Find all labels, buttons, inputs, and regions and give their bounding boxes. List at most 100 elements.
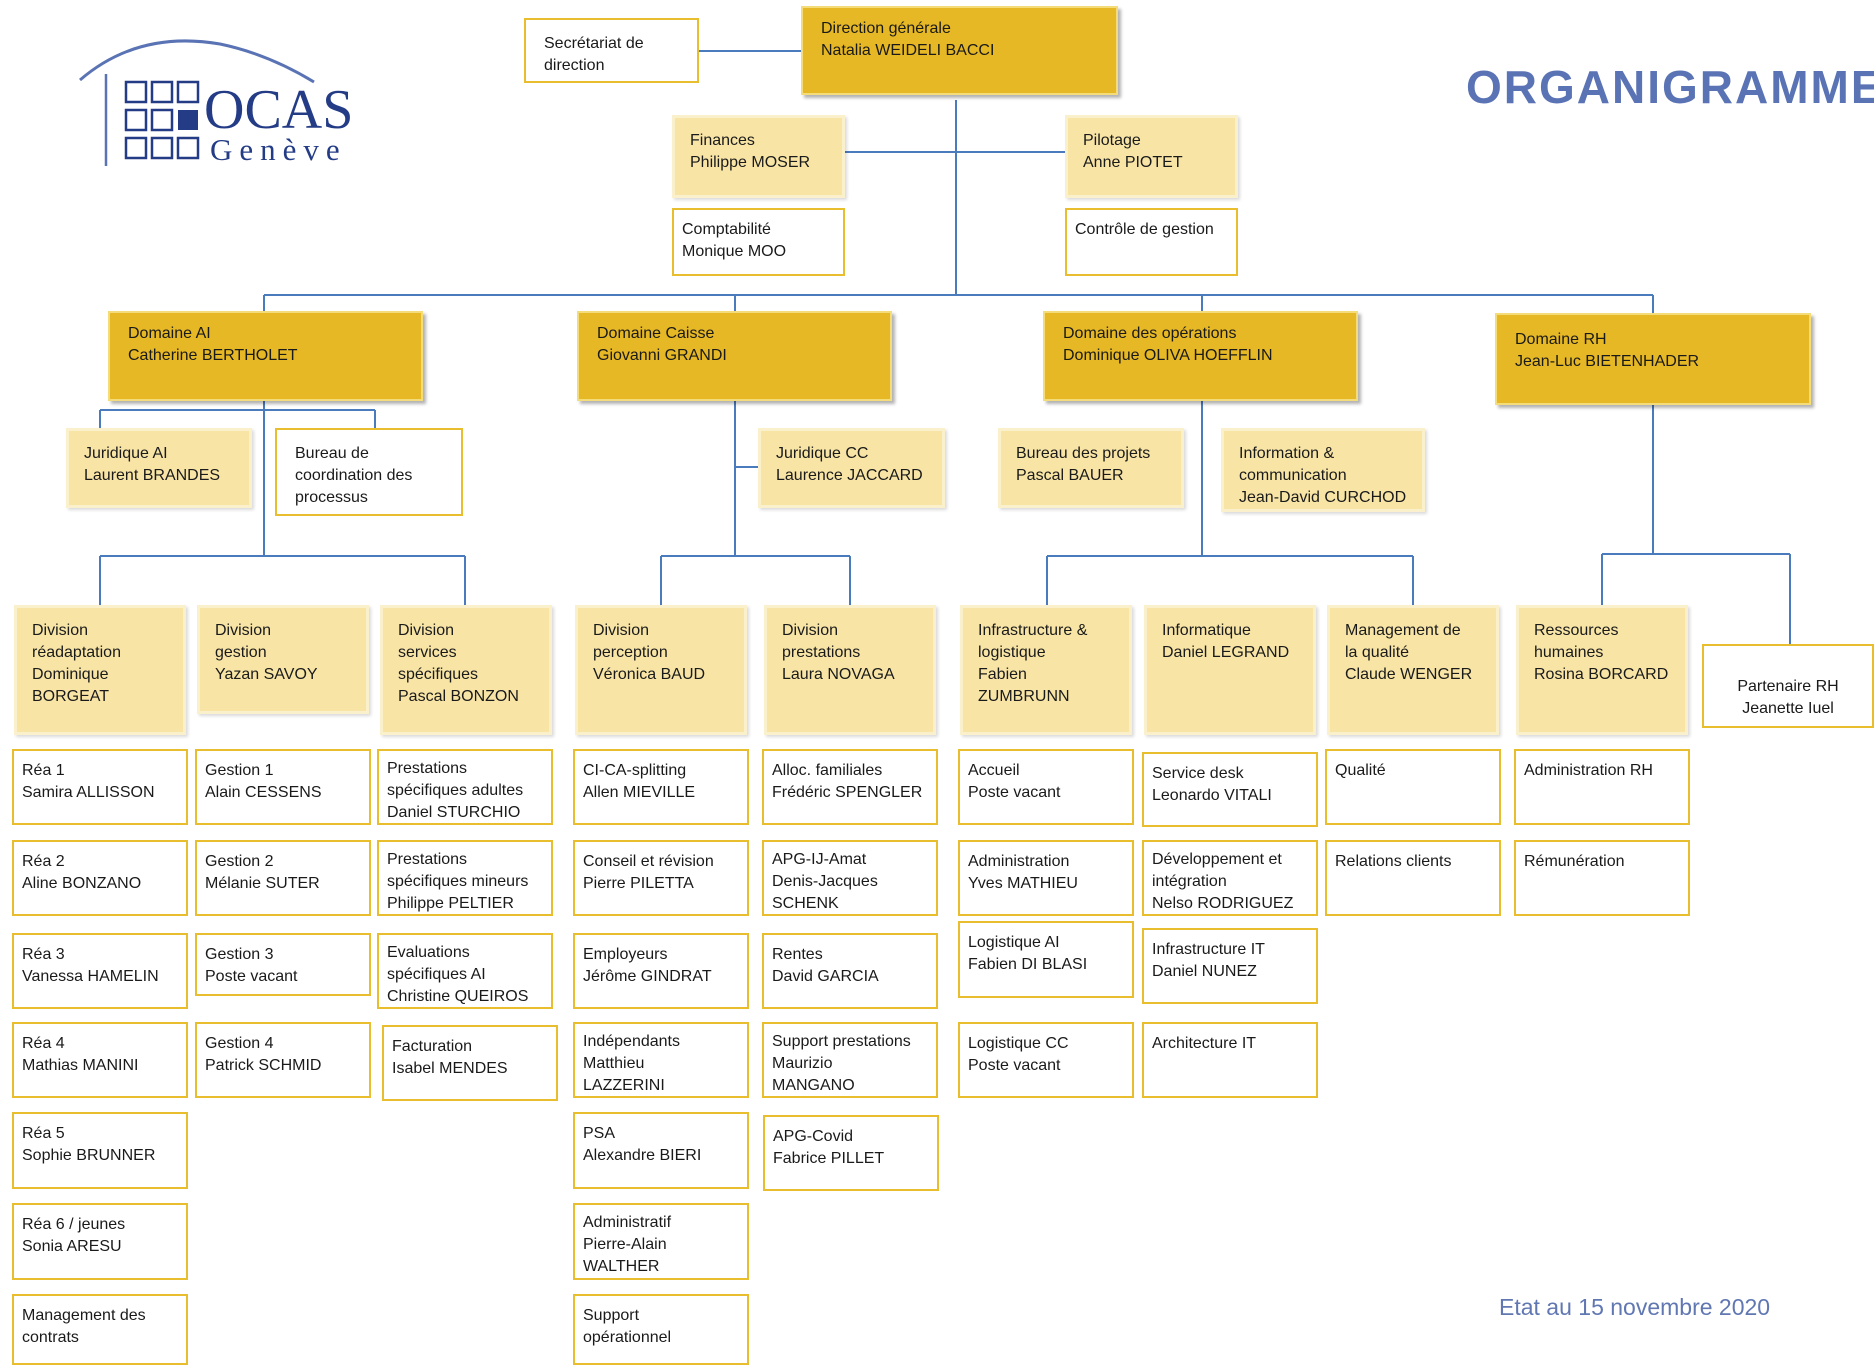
information-communication-line: Information &: [1239, 445, 1335, 462]
ressources-humaines-line: Rosina BORCARD: [1534, 666, 1669, 683]
unit-prestations-mineurs: Prestations spécifiques mineurs Philippe…: [377, 840, 553, 916]
unit-rea-6: Réa 6 / jeunes Sonia ARESU: [12, 1203, 188, 1280]
division-gestion-line: Yazan SAVOY: [215, 666, 318, 683]
partenaire-rh-name: Jeanette Iuel: [1742, 700, 1834, 717]
page-title: ORGANIGRAMME: [1466, 61, 1874, 113]
domaine-ai-box: Domaine AI Catherine BERTHOLET: [108, 311, 423, 401]
division-gestion-line: Division: [215, 622, 272, 639]
secretariat-line: direction: [544, 57, 605, 74]
unit-evaluations-specifiques: Evaluations spécifiques AI Christine QUE…: [377, 933, 553, 1009]
domaine-caisse-title: Domaine Caisse: [597, 325, 715, 342]
division-readaptation-line: BORGEAT: [32, 688, 110, 705]
unit-gestion-1: Gestion 1 Alain CESSENS: [195, 749, 371, 825]
unit-name: Alexandre BIERI: [583, 1147, 702, 1164]
division-services-box: Division services spécifiques Pascal BON…: [380, 605, 552, 735]
unit-title: Administration RH: [1524, 762, 1653, 779]
informatique-line: Informatique: [1162, 622, 1251, 639]
domaine-ai-name: Catherine BERTHOLET: [128, 347, 298, 364]
partenaire-rh-title: Partenaire RH: [1737, 678, 1839, 695]
unit-alloc-familiales: Alloc. familiales Frédéric SPENGLER: [762, 749, 938, 825]
unit-name: Samira ALLISSON: [22, 784, 155, 801]
unit-name: Vanessa HAMELIN: [22, 968, 159, 985]
division-services-line: spécifiques: [398, 666, 479, 683]
bureau-projets-box: Bureau des projets Pascal BAUER: [998, 428, 1184, 508]
division-services-line: Division: [398, 622, 455, 639]
unit-qualite: Qualité: [1325, 749, 1501, 825]
unit-title: CI-CA-splitting: [583, 762, 687, 779]
management-qualite-line: Management de: [1345, 622, 1461, 639]
unit-title: Qualité: [1335, 762, 1386, 779]
unit-line: Prestations: [387, 760, 468, 777]
unit-line: MANGANO: [772, 1077, 855, 1094]
division-perception-line: Division: [593, 622, 650, 639]
pilotage-box: Pilotage Anne PIOTET: [1065, 115, 1238, 198]
juridique-cc-box: Juridique CC Laurence JACCARD: [758, 428, 945, 508]
unit-name: Mélanie SUTER: [205, 875, 320, 892]
finances-box: Finances Philippe MOSER: [672, 115, 845, 198]
unit-gestion-4: Gestion 4 Patrick SCHMID: [195, 1022, 371, 1098]
unit-title: Rentes: [772, 946, 823, 963]
unit-name: Fabrice PILLET: [773, 1150, 885, 1167]
unit-title: Réa 5: [22, 1125, 65, 1142]
unit-title: Architecture IT: [1152, 1035, 1257, 1052]
unit-name: Alain CESSENS: [205, 784, 322, 801]
unit-accueil: Accueil Poste vacant: [958, 749, 1134, 825]
unit-title: Rémunération: [1524, 853, 1625, 870]
unit-rea-2: Réa 2 Aline BONZANO: [12, 840, 188, 916]
unit-remuneration: Rémunération: [1514, 840, 1690, 916]
finances-title: Finances: [690, 132, 755, 149]
unit-line: Christine QUEIROS: [387, 988, 529, 1005]
unit-administration-rh: Administration RH: [1514, 749, 1690, 825]
domaine-rh-title: Domaine RH: [1515, 331, 1607, 348]
unit-rentes: Rentes David GARCIA: [762, 933, 938, 1009]
domaine-operations-title: Domaine des opérations: [1063, 325, 1237, 342]
unit-employeurs: Employeurs Jérôme GINDRAT: [573, 933, 749, 1009]
division-perception-line: Véronica BAUD: [593, 666, 706, 683]
unit-line: Evaluations: [387, 944, 470, 961]
management-qualite-box: Management de la qualité Claude WENGER: [1327, 605, 1499, 735]
comptabilite-box: Comptabilité Monique MOO: [672, 208, 845, 276]
unit-line: spécifiques mineurs: [387, 873, 529, 890]
infrastructure-logistique-line: Infrastructure &: [978, 622, 1088, 639]
division-gestion-box: Division gestion Yazan SAVOY: [197, 605, 369, 714]
unit-line: SCHENK: [772, 895, 839, 912]
information-communication-line: Jean-David CURCHOD: [1239, 489, 1407, 506]
unit-support-operationnel: Support opérationnel: [573, 1294, 749, 1365]
infrastructure-logistique-line: logistique: [978, 644, 1046, 661]
ressources-humaines-line: humaines: [1534, 644, 1604, 661]
bureau-projets-name: Pascal BAUER: [1016, 467, 1124, 484]
unit-conseil-revision: Conseil et révision Pierre PILETTA: [573, 840, 749, 916]
unit-name: Pierre PILETTA: [583, 875, 694, 892]
unit-title: Support: [583, 1307, 640, 1324]
pilotage-name: Anne PIOTET: [1083, 154, 1183, 171]
unit-facturation: Facturation Isabel MENDES: [382, 1025, 558, 1101]
unit-name: Yves MATHIEU: [968, 875, 1078, 892]
unit-line: APG-IJ-Amat: [772, 851, 867, 868]
logo-name: OCAS: [204, 79, 353, 141]
information-communication-line: communication: [1239, 467, 1347, 484]
unit-service-desk: Service desk Leonardo VITALI: [1142, 752, 1318, 827]
ressources-humaines-box: Ressources humaines Rosina BORCARD: [1516, 605, 1688, 735]
unit-title: Infrastructure IT: [1152, 941, 1265, 958]
direction-generale-box: Direction générale Natalia WEIDELI BACCI: [801, 6, 1118, 95]
unit-architecture-it: Architecture IT: [1142, 1022, 1318, 1098]
unit-name: Poste vacant: [205, 968, 298, 985]
management-qualite-line: la qualité: [1345, 644, 1410, 661]
unit-line: Maurizio: [772, 1055, 833, 1072]
bureau-coordination-line: coordination des: [295, 467, 413, 484]
juridique-ai-box: Juridique AI Laurent BRANDES: [66, 428, 252, 508]
unit-prestations-adultes: Prestations spécifiques adultes Daniel S…: [377, 749, 553, 825]
ocas-logo-graphic: OCAS Genève: [79, 39, 353, 167]
unit-infrastructure-it: Infrastructure IT Daniel NUNEZ: [1142, 928, 1318, 1004]
unit-title: Gestion 2: [205, 853, 274, 870]
unit-line: Philippe PELTIER: [387, 895, 514, 912]
information-communication-box: Information & communication Jean-David C…: [1221, 428, 1425, 512]
management-qualite-line: Claude WENGER: [1345, 666, 1473, 683]
division-perception-box: Division perception Véronica BAUD: [575, 605, 747, 735]
comptabilite-name: Monique MOO: [682, 243, 787, 260]
unit-title: Facturation: [392, 1038, 473, 1055]
unit-name: Sophie BRUNNER: [22, 1147, 156, 1164]
controle-gestion-title: Contrôle de gestion: [1075, 221, 1214, 238]
unit-name: Mathias MANINI: [22, 1057, 139, 1074]
unit-title: Conseil et révision: [583, 853, 714, 870]
